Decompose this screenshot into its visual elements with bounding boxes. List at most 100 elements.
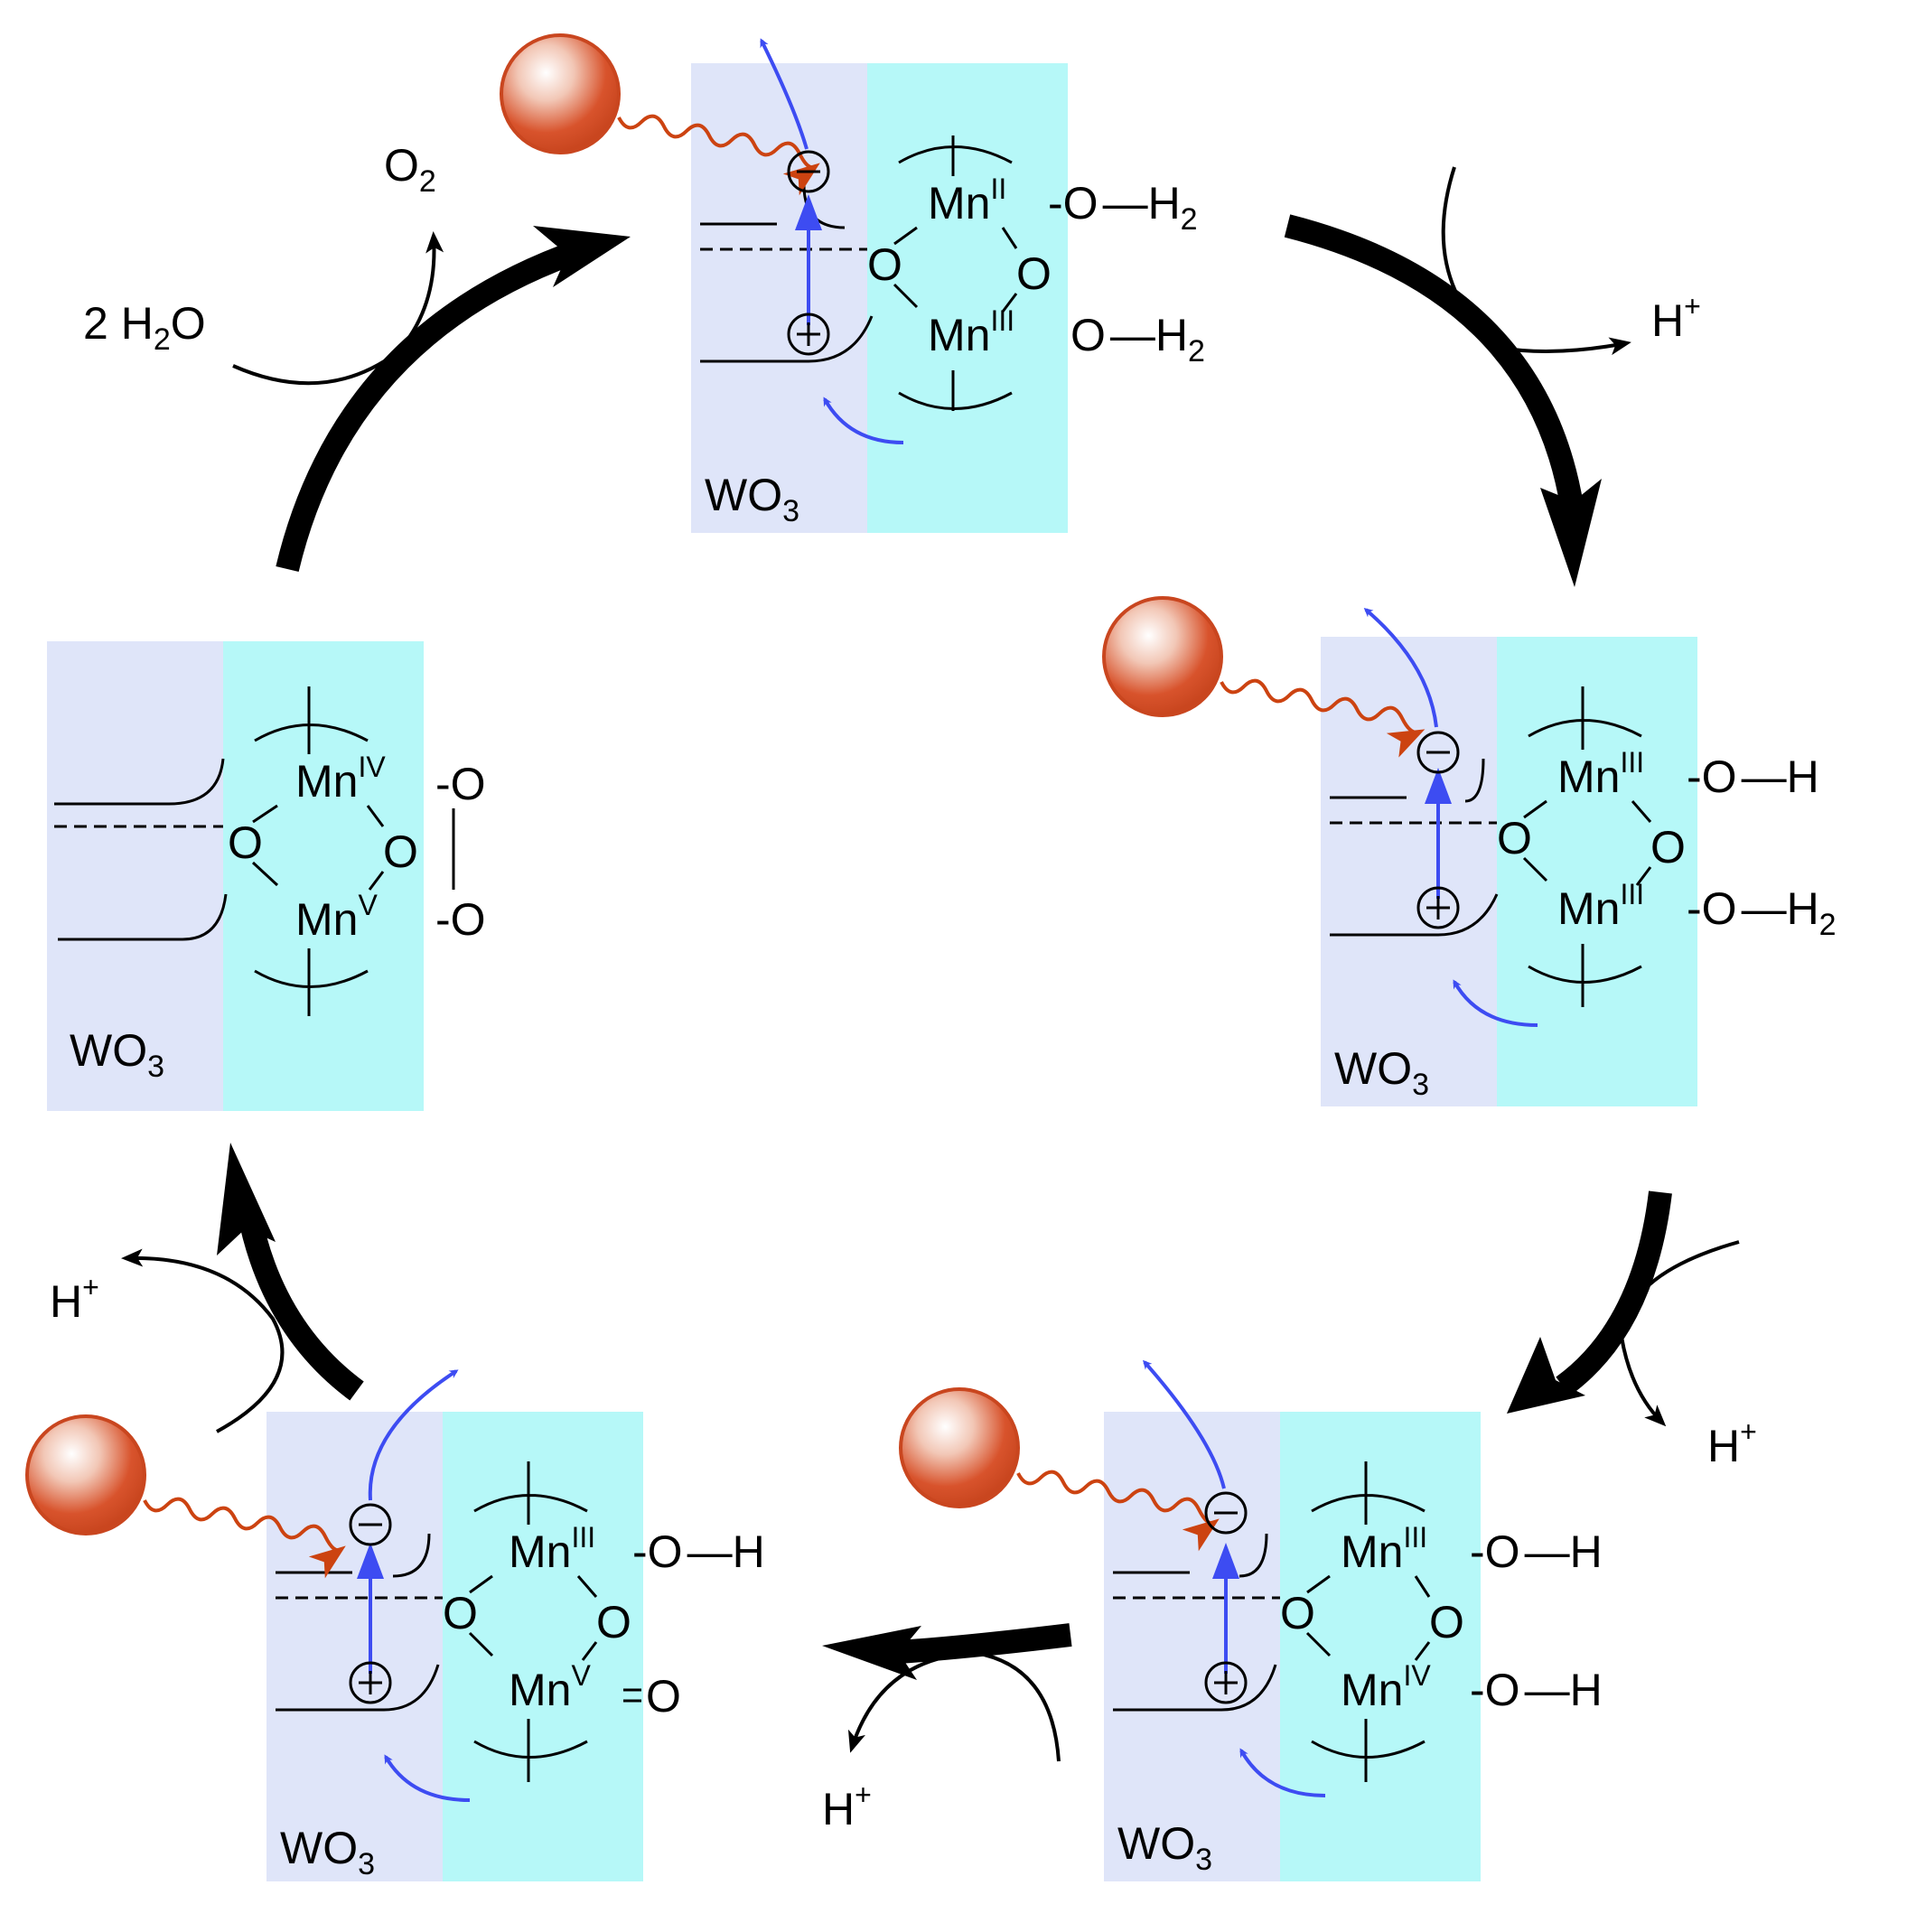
proton-out-arrow-4 — [121, 1248, 285, 1433]
electron-out-arrow — [1363, 608, 1438, 728]
photon-arrow — [143, 1497, 346, 1579]
valence-band — [700, 315, 874, 363]
photon-source-ball — [25, 1414, 146, 1535]
wo3-panel — [47, 641, 223, 1111]
complex-panel — [867, 63, 1068, 533]
hole-fill-arrow — [1453, 979, 1538, 1027]
photon-arrow — [1220, 678, 1426, 758]
oxo-double-bond — [623, 1688, 641, 1703]
cycle-arrowhead-s0-s1 — [1540, 479, 1602, 587]
excitation-arrowhead — [1212, 1543, 1239, 1579]
mn-dimer-core: MnIII O O MnIV -O—H -O—H — [1280, 1461, 1603, 1782]
valence-band — [1113, 1664, 1277, 1712]
state-s0: WO3 MnII O O MnIII -O—H2 O—H2 — [500, 33, 1205, 533]
hole-plus — [359, 1671, 382, 1694]
electron-out-arrow — [1143, 1359, 1226, 1489]
ligand-top: -O—H — [632, 1526, 765, 1577]
state-s1: WO3 MnIII O O MnIII -O—H -O—H2 — [1102, 596, 1837, 1106]
excitation-arrowhead — [1425, 768, 1452, 804]
bridge-o-left: O — [443, 1588, 478, 1638]
state-s2: WO3 MnIII O O MnIV -O—H -O—H — [899, 1359, 1603, 1881]
cycle-arrow-s3-s4 — [237, 1208, 364, 1401]
mn-top: MnIII — [1557, 746, 1644, 802]
mn-dimer-core: MnIII O O MnIII -O—H -O—H2 — [1497, 686, 1837, 1007]
ligand-bottom: O — [646, 1671, 681, 1722]
hole-fill-arrow — [823, 397, 904, 444]
cycle-arrowhead-s2-s3 — [822, 1626, 921, 1680]
mn-top: MnII — [928, 173, 1006, 229]
ligand-bottom: O—H2 — [1070, 310, 1205, 369]
bridge-o-left: O — [867, 239, 902, 290]
complex-panel — [1497, 637, 1697, 1106]
peroxo-o-top: -O — [435, 759, 486, 809]
bridge-o-right: O — [1429, 1597, 1464, 1647]
cycle-arrowhead-s1-s2 — [1507, 1337, 1585, 1414]
hole-symbol — [349, 1661, 392, 1704]
water-in-arrow — [232, 231, 444, 386]
peroxo-o-bottom: -O — [435, 894, 486, 945]
mn-bottom: MnIII — [928, 304, 1014, 360]
proton-out-arrow-1 — [1441, 166, 1631, 356]
photon-source-ball — [1102, 596, 1223, 717]
hole-fill-arrow — [384, 1754, 471, 1802]
bridge-o-right: O — [1650, 822, 1686, 873]
hole-symbol — [1204, 1661, 1248, 1704]
cycle-arrowhead-s4-s0 — [533, 226, 631, 287]
photon-arrow — [1016, 1470, 1220, 1552]
bridge-o-left: O — [1497, 813, 1532, 863]
hole-symbol — [787, 313, 830, 356]
water-label: 2 H2O — [83, 298, 206, 357]
valence-band — [58, 893, 228, 941]
conduction-band — [1330, 758, 1485, 803]
hole-plus — [1214, 1671, 1238, 1694]
ligand-top: -O—H2 — [1048, 178, 1198, 237]
ligand-bottom: -O—H — [1470, 1665, 1603, 1715]
proton-label-3: H+ — [822, 1778, 872, 1834]
hole-plus — [797, 322, 820, 346]
wo3-label: WO3 — [1117, 1818, 1212, 1877]
hole-symbol — [1416, 886, 1460, 929]
valence-band — [1330, 893, 1499, 937]
mn-top: MnIII — [1341, 1521, 1427, 1577]
cycle-arrowhead-s3-s4 — [217, 1143, 276, 1255]
wo3-panel — [691, 63, 867, 533]
bridge-o-right: O — [383, 826, 418, 877]
conduction-band — [54, 758, 225, 806]
excitation-arrowhead — [795, 194, 822, 230]
mn-dimer-core: MnIV O O MnV -O -O — [228, 686, 486, 1016]
electron-out-arrow — [368, 1369, 459, 1501]
wo3-label: WO3 — [70, 1025, 164, 1084]
bridge-o-left: O — [1280, 1588, 1315, 1638]
ligand-top: -O—H — [1470, 1526, 1603, 1577]
electron-symbol — [1204, 1491, 1248, 1535]
photon-source-ball — [500, 33, 621, 154]
mn-bottom: MnV — [509, 1659, 591, 1715]
cycle-arrow-s4-s0 — [276, 239, 583, 573]
photon-source-ball — [899, 1387, 1020, 1508]
complex-panel — [1280, 1412, 1481, 1881]
proton-out-arrow-3 — [847, 1650, 1061, 1762]
hole-fill-arrow — [1239, 1748, 1326, 1797]
wo3-panel — [266, 1412, 443, 1881]
electron-out-arrow — [760, 38, 809, 150]
proton-label-4: H+ — [50, 1271, 99, 1327]
excitation-arrowhead — [357, 1543, 384, 1579]
conduction-band — [1113, 1533, 1268, 1578]
complex-panel — [443, 1412, 643, 1881]
proton-out-arrow-2 — [1619, 1240, 1740, 1427]
ligand-top: -O—H — [1687, 751, 1819, 802]
mn-top: MnIII — [509, 1521, 595, 1577]
mn-dimer-core: MnII O O MnIII -O—H2 O—H2 — [867, 135, 1205, 411]
mn-top: MnIV — [295, 751, 386, 807]
electron-symbol — [787, 150, 830, 193]
valence-band — [276, 1664, 440, 1712]
proton-label-2: H+ — [1707, 1415, 1757, 1471]
mn-bottom: MnIV — [1341, 1659, 1431, 1715]
hole-plus — [1426, 896, 1450, 919]
oxygen-label: O2 — [384, 140, 436, 199]
photon-arrow — [617, 114, 820, 196]
mn-dimer-core: MnIII O O MnV -O—H O — [443, 1461, 765, 1782]
mn-bottom: MnV — [295, 889, 378, 945]
bridge-o-right: O — [1016, 248, 1052, 299]
